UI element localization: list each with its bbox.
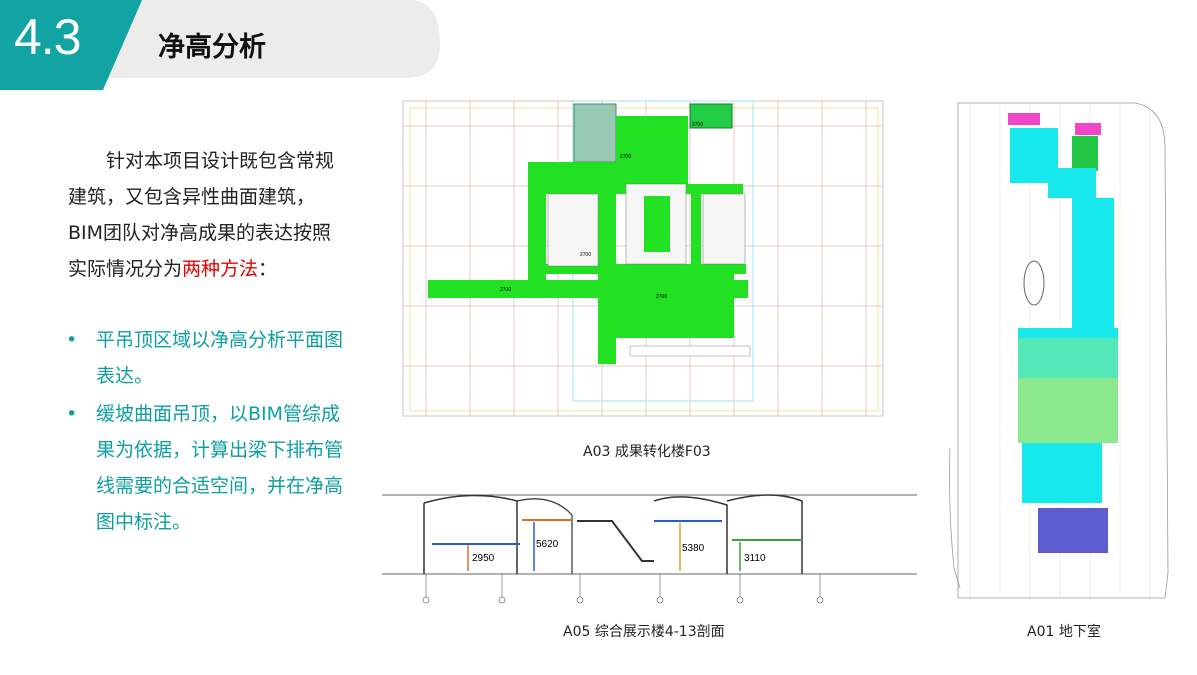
header-band: 4.3 净高分析 <box>0 0 440 90</box>
plan-room-label: 2700 <box>620 154 631 160</box>
section-drawing: 2950 5620 5380 3110 <box>382 494 917 604</box>
page-title: 净高分析 <box>158 32 266 63</box>
section-caption: A05 综合展示楼4-13剖面 <box>563 624 725 640</box>
basement-caption: A01 地下室 <box>1027 624 1101 640</box>
bullet-marker: • <box>66 329 78 351</box>
floor-plan-a03: 2700 2700 2700 2700 2700 <box>398 96 890 426</box>
bullet-text: 平吊顶区域以净高分析平面图表达。 <box>96 329 344 387</box>
bullet-text: 缓坡曲面吊顶，以BIM管综成果为依据，计算出梁下排布管线需要的合适空间，并在净高… <box>96 403 344 533</box>
section-dim: 2950 <box>472 553 495 564</box>
section-a05: 2950 5620 5380 3110 <box>382 487 917 612</box>
plan-room-label: 2700 <box>500 287 511 293</box>
section-dim: 5380 <box>682 543 705 554</box>
basement-drawing <box>949 102 1169 599</box>
intro-paragraph: 针对本项目设计既包含常规建筑，又包含异性曲面建筑，BIM团队对净高成果的表达按照… <box>68 143 338 287</box>
bullet-marker: • <box>66 403 78 425</box>
header-shape <box>0 0 440 90</box>
plan-room-label: 2700 <box>692 122 703 128</box>
intro-highlight: 两种方法 <box>182 258 259 280</box>
floor-plan-drawing: 2700 2700 2700 2700 2700 <box>402 100 884 417</box>
plan-room-label: 2700 <box>580 252 591 258</box>
section-dim: 5620 <box>536 539 559 550</box>
intro-text-end: ： <box>258 258 278 280</box>
section-dim: 3110 <box>744 553 766 564</box>
basement-plan-a01 <box>930 68 1197 618</box>
bullet-list: • 平吊顶区域以净高分析平面图表达。 • 缓坡曲面吊顶，以BIM管综成果为依据，计算… <box>62 322 347 542</box>
section-number: 4.3 <box>14 9 82 65</box>
plan-room-label: 2700 <box>656 294 667 300</box>
plan-caption: A03 成果转化楼F03 <box>583 444 711 460</box>
bullet-item: • 缓坡曲面吊顶，以BIM管综成果为依据，计算出梁下排布管线需要的合适空间，并在净… <box>62 396 347 540</box>
intro-text: 针对本项目设计既包含常规建筑，又包含异性曲面建筑，BIM团队对净高成果的表达按照… <box>68 150 335 280</box>
bullet-item: • 平吊顶区域以净高分析平面图表达。 <box>62 322 347 394</box>
